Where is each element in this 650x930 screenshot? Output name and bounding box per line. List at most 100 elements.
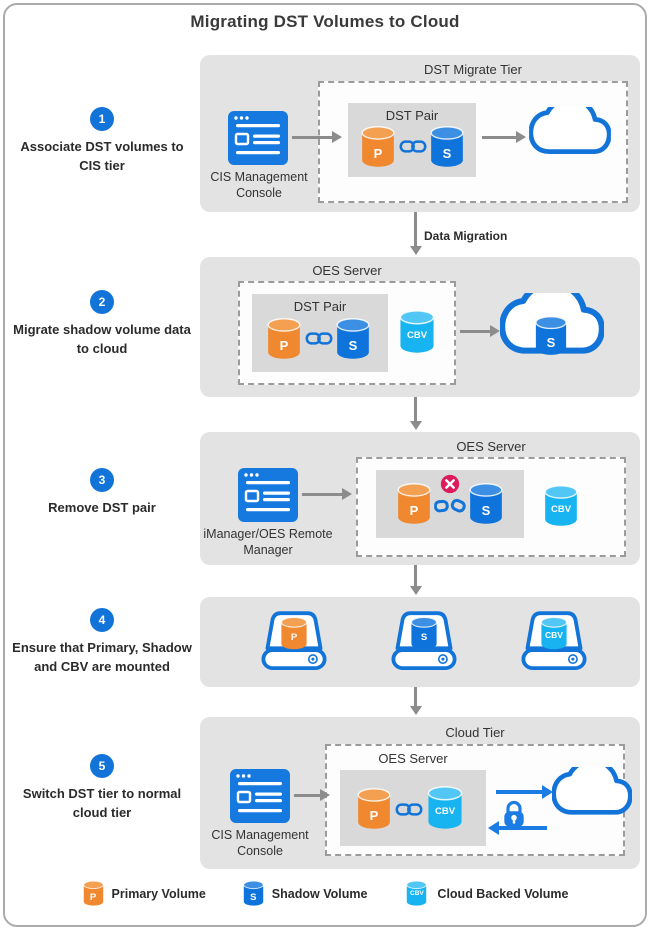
- step-5: 5 Switch DST tier to normal cloud tier: [8, 754, 196, 822]
- shadow-volume-letter: S: [420, 632, 428, 644]
- arrow-console-to-pair: [292, 136, 332, 139]
- step-3-number: 3: [98, 473, 106, 487]
- cis-console-label-5: CIS Management Console: [211, 828, 309, 858]
- cbv-volume-icon: CBV: [403, 880, 430, 907]
- primary-volume-letter: P: [290, 632, 298, 644]
- step-1-badge: 1: [90, 107, 114, 131]
- cloud-icon: [528, 107, 612, 167]
- step-2-number: 2: [98, 295, 106, 309]
- cloud-tier-label: Cloud Tier: [445, 725, 505, 740]
- step-2: 2 Migrate shadow volume data to cloud: [8, 290, 196, 358]
- step-4-number: 4: [98, 613, 106, 627]
- shadow-volume-icon: S: [468, 482, 504, 526]
- shadow-volume-icon: S: [335, 317, 371, 361]
- arrow-console-to-server: [302, 493, 342, 496]
- legend-primary-label: Primary Volume: [111, 886, 206, 901]
- cbv-volume-letter: CBV: [545, 630, 563, 640]
- oes-server-label-5: OES Server: [378, 751, 448, 766]
- step-5-badge: 5: [90, 754, 114, 778]
- shadow-volume-letter: S: [250, 892, 257, 904]
- oes-server-label-3: OES Server: [456, 439, 526, 454]
- arrow-step1-to-step2: [414, 212, 417, 246]
- cloud-icon: [552, 767, 632, 829]
- cbv-volume-icon: CBV: [538, 616, 570, 651]
- oes-server-label-2: OES Server: [312, 263, 382, 278]
- cbv-volume-icon: CBV: [426, 785, 464, 831]
- step-2-label: Migrate shadow volume data to cloud: [13, 322, 191, 356]
- dst-migrate-tier-label: DST Migrate Tier: [423, 62, 522, 77]
- cbv-volume-icon: CBV: [398, 309, 436, 355]
- broken-link-icon: [434, 496, 466, 515]
- step-4: 4 Ensure that Primary, Shadow and CBV ar…: [8, 608, 196, 676]
- step-5-number: 5: [98, 759, 106, 773]
- link-icon: [395, 801, 423, 818]
- shadow-volume-letter: S: [442, 146, 452, 162]
- arrow-from-cloud: [499, 826, 547, 830]
- step-3: 3 Remove DST pair: [8, 468, 196, 517]
- primary-volume-letter: P: [373, 146, 383, 162]
- cbv-volume-letter: CBV: [550, 504, 572, 516]
- primary-volume-letter: P: [369, 808, 379, 824]
- step-1: 1 Associate DST volumes to CIS tier: [8, 107, 196, 175]
- shadow-volume-icon: S: [409, 616, 439, 651]
- diagram-title: Migrating DST Volumes to Cloud: [190, 12, 460, 31]
- arrow-pair-to-cloud: [482, 136, 516, 139]
- panel-step1: DST Migrate Tier CIS Management Console …: [200, 55, 640, 212]
- imanager-console-label: iManager/OES Remote Manager: [203, 527, 333, 557]
- primary-volume-letter: P: [279, 338, 289, 354]
- shadow-mounted-drive-icon: S: [388, 609, 460, 675]
- imanager-console-icon: [238, 468, 298, 522]
- step-5-label: Switch DST tier to normal cloud tier: [22, 786, 182, 820]
- remove-x-icon: [440, 474, 460, 494]
- legend-cbv-label: Cloud Backed Volume: [437, 886, 569, 901]
- shadow-volume-icon: S: [242, 880, 265, 907]
- legend-cbv: CBV Cloud Backed Volume: [403, 880, 568, 907]
- primary-volume-icon: P: [356, 787, 392, 831]
- shadow-volume-icon: S: [429, 125, 465, 169]
- panel-step3: OES Server iManager/OES Remote Manager P…: [200, 432, 640, 565]
- legend-shadow-label: Shadow Volume: [271, 886, 368, 901]
- primary-volume-icon: P: [266, 317, 302, 361]
- step-1-label: Associate DST volumes to CIS tier: [20, 139, 184, 173]
- dst-pair-label-2: DST Pair: [293, 299, 347, 314]
- lock-icon: [502, 799, 526, 829]
- dst-pair-label-1: DST Pair: [385, 108, 439, 123]
- step-4-label: Ensure that Primary, Shadow and CBV are …: [12, 640, 192, 674]
- shadow-volume-letter: S: [481, 503, 491, 519]
- cbv-volume-icon: CBV: [542, 484, 580, 528]
- link-icon: [305, 330, 333, 347]
- panel-step4: P S CBV: [200, 597, 640, 687]
- shadow-volume-letter: S: [348, 338, 358, 354]
- primary-mounted-drive-icon: P: [258, 609, 330, 675]
- cis-console-icon: [230, 769, 290, 823]
- arrow-cbv-to-cloud: [460, 330, 490, 333]
- cbv-volume-letter: CBV: [410, 890, 424, 898]
- arrow-step3-to-step4: [414, 565, 417, 586]
- primary-volume-icon: P: [360, 125, 396, 169]
- arrow-step4-to-step5: [414, 687, 417, 706]
- shadow-volume-icon: S: [534, 315, 568, 357]
- primary-volume-letter: P: [409, 503, 419, 519]
- step-4-badge: 4: [90, 608, 114, 632]
- primary-volume-icon: P: [279, 616, 309, 651]
- cbv-volume-letter: CBV: [434, 806, 456, 818]
- cis-console-icon: [228, 111, 288, 165]
- link-icon: [399, 138, 427, 155]
- data-migration-label: Data Migration: [424, 229, 508, 243]
- legend-primary: P Primary Volume: [82, 880, 206, 907]
- step-1-number: 1: [98, 112, 106, 126]
- legend: P Primary Volume S Shadow Volume CBV Clo…: [0, 880, 650, 907]
- primary-volume-icon: P: [396, 482, 432, 526]
- panel-step5: Cloud Tier OES Server P CBV CIS Manageme…: [200, 717, 640, 869]
- cis-console-label: CIS Management Console: [210, 170, 308, 200]
- panel-step2: OES Server DST Pair P S CBV S: [200, 257, 640, 397]
- legend-shadow: S Shadow Volume: [242, 880, 368, 907]
- primary-volume-icon: P: [82, 880, 105, 907]
- step-3-label: Remove DST pair: [48, 500, 156, 515]
- primary-volume-letter: P: [89, 892, 97, 904]
- cloud-with-shadow-icon: S: [500, 293, 604, 371]
- shadow-volume-letter: S: [546, 335, 556, 351]
- arrow-step2-to-step3: [414, 397, 417, 421]
- cbv-volume-letter: CBV: [406, 330, 428, 342]
